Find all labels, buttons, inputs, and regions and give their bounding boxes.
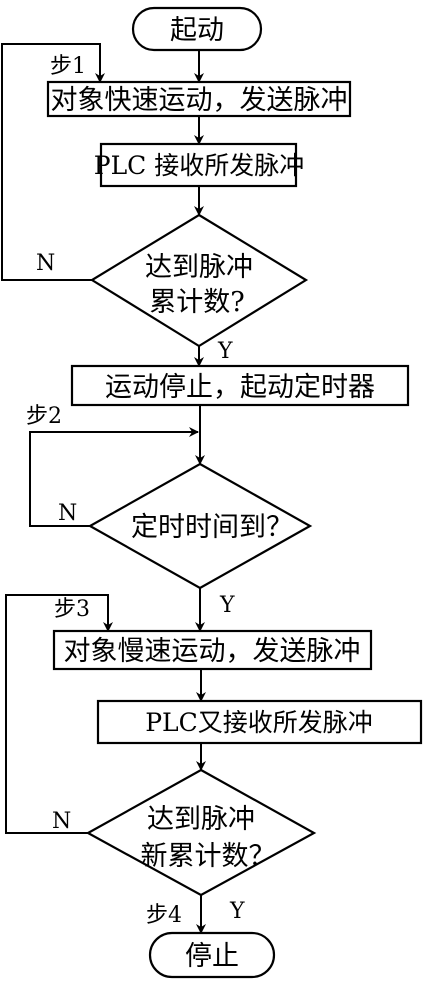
loop3-no-path: [5, 594, 113, 834]
start-terminal: [131, 6, 263, 52]
step2-label: 步2: [26, 404, 62, 429]
loop2-no-path: [29, 427, 199, 527]
process-box-1: [46, 80, 352, 118]
process-box-5: [96, 699, 423, 745]
process-box-4: [52, 629, 373, 671]
decision1-line2: 累计数?: [149, 287, 244, 318]
box4-text: 对象慢速运动，发送脉冲: [64, 636, 361, 667]
end-terminal: [148, 931, 276, 979]
step4-label: 步4: [146, 903, 182, 928]
decision1-yes-label: Y: [217, 339, 233, 364]
process-box-2: [99, 142, 298, 188]
box1-text: 对象快速运动，发送脉冲: [51, 85, 348, 116]
step1-label: 步1: [50, 54, 86, 79]
decision-diamond-2: [87, 462, 313, 590]
decision2-no-label: N: [58, 501, 77, 526]
decision3-no-label: N: [52, 809, 71, 834]
decision3-yes-label: Y: [229, 899, 245, 924]
decision3-line1: 达到脉冲: [147, 804, 255, 835]
decision-diamond-3: [85, 768, 317, 897]
start-label: 起动: [170, 15, 224, 46]
box3-text: 运动停止，起动定时器: [105, 372, 375, 403]
decision2-text: 定时时间到？: [131, 512, 293, 543]
process-box-3: [70, 364, 410, 407]
decision3-line2: 新累计数？: [141, 841, 276, 872]
decision2-yes-label: Y: [219, 593, 235, 618]
end-label: 停止: [185, 941, 239, 972]
decision1-no-label: N: [36, 251, 55, 276]
decision-diamond-1: [89, 213, 309, 348]
step3-label: 步3: [54, 597, 90, 622]
loop1-no-path: [1, 43, 105, 281]
box5-text: PLC又接收所发脉冲: [145, 708, 373, 737]
box2-text: PLC 接收所发脉冲: [94, 151, 305, 180]
decision1-line1: 达到脉冲: [145, 252, 253, 283]
